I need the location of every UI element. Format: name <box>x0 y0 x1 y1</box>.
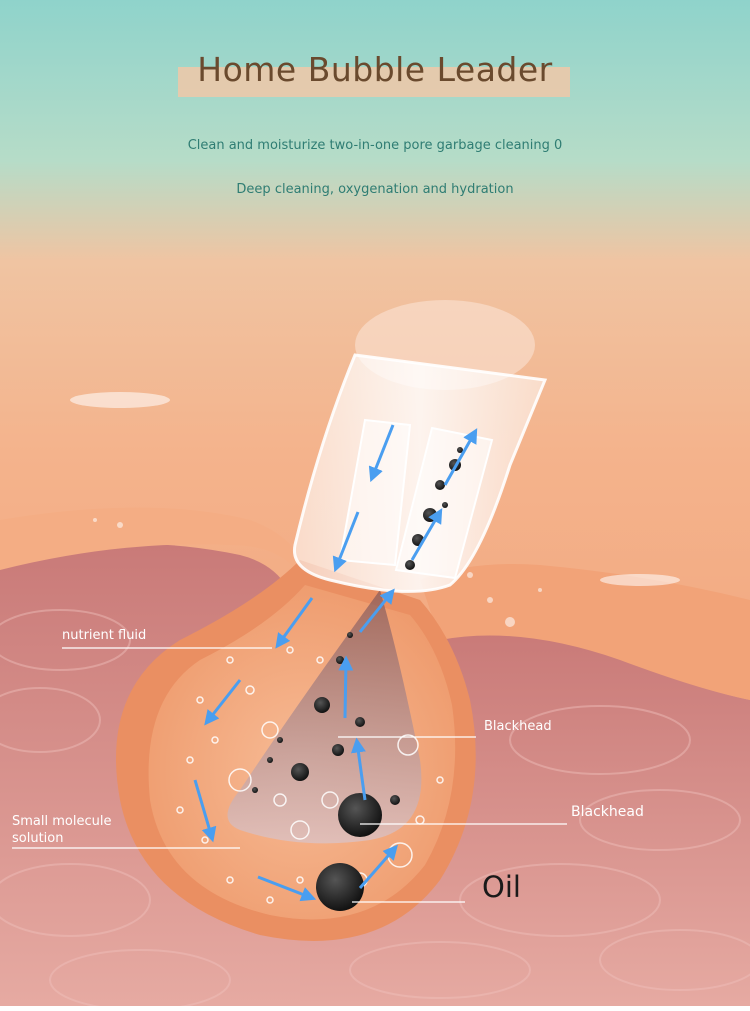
page-title: Home Bubble Leader <box>197 50 553 89</box>
label-small-molecule: Small molecule solution <box>12 813 111 847</box>
skin-surface-right <box>420 564 750 700</box>
blackhead-large <box>338 793 382 837</box>
label-small-molecule-line2: solution <box>12 831 64 846</box>
blackhead-cone <box>227 590 422 844</box>
subtitle-2: Deep cleaning, oxygenation and hydration <box>236 182 514 197</box>
label-oil: Oil <box>482 870 521 904</box>
subtitle-1: Clean and moisturize two-in-one pore gar… <box>187 138 563 153</box>
title-band <box>178 67 570 97</box>
label-blackhead-2: Blackhead <box>571 804 644 820</box>
label-small-molecule-line1: Small molecule <box>12 814 112 829</box>
label-blackhead-1: Blackhead <box>484 719 552 734</box>
probe-device <box>292 300 548 593</box>
oil-deposit <box>316 863 364 911</box>
label-nutrient-fluid: nutrient fluid <box>62 628 147 643</box>
skin-surface-left <box>0 507 300 575</box>
bubbles <box>176 646 444 904</box>
tissue-cells <box>0 609 750 1011</box>
flow-arrows <box>193 424 478 902</box>
droplets <box>70 392 680 627</box>
leader-lines <box>12 647 567 903</box>
